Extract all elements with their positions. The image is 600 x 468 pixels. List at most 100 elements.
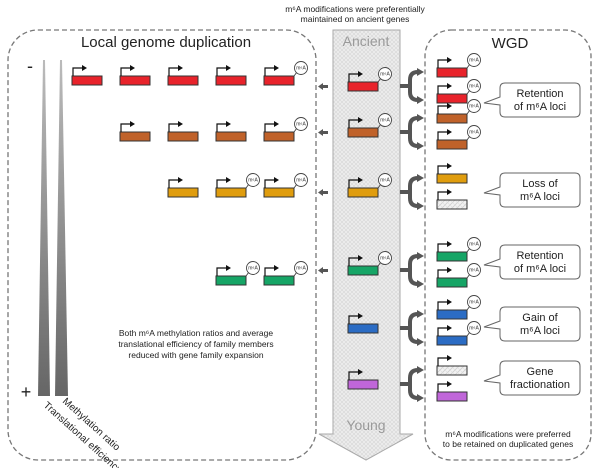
- ancient-young-arrow: [318, 29, 414, 461]
- m6a-mark-label: m⁶A: [469, 326, 479, 332]
- promoter-arrowhead-icon: [358, 177, 363, 183]
- m6a-mark-label: m⁶A: [380, 178, 390, 184]
- gene-body: [347, 127, 379, 138]
- promoter-arrowhead-icon: [178, 65, 183, 71]
- m6a-mark-label: m⁶A: [296, 266, 306, 272]
- promoter-arrowhead-icon: [226, 265, 231, 271]
- callout-text: of m⁶A loci: [514, 101, 566, 113]
- local-duplication-title: Local genome duplication: [81, 34, 251, 51]
- promoter-arrowhead-icon: [447, 83, 452, 89]
- duplication-fork-icon: [400, 254, 419, 286]
- fork-arrowhead-icon: [417, 114, 424, 150]
- promoter-arrowhead-icon: [226, 177, 231, 183]
- gene-body: [215, 187, 247, 198]
- promoter-arrow-icon: [437, 105, 448, 114]
- m6a-mark-label: m⁶A: [469, 242, 479, 248]
- gene-body: [436, 391, 468, 402]
- callout-text: Gain of: [522, 312, 558, 324]
- duplication-fork-icon: [400, 116, 419, 148]
- wgd-gene-copy-a: m⁶A: [436, 237, 481, 262]
- wgd-gene-copy-b: m⁶A: [436, 79, 481, 104]
- ancient-label: Ancient: [343, 33, 390, 49]
- gene-body: [215, 131, 247, 142]
- callout-text: of m⁶A loci: [514, 263, 566, 275]
- promoter-arrow-icon: [216, 267, 227, 276]
- promoter-arrow-icon: [348, 371, 359, 380]
- left-arrow-icon: [318, 267, 323, 274]
- local-duplication-panel: [7, 29, 317, 461]
- promoter-arrowhead-icon: [358, 117, 363, 123]
- m6a-mark-icon: [467, 79, 481, 93]
- duplication-fork-icon: [400, 70, 419, 102]
- gene-body: [436, 335, 468, 346]
- promoter-arrowhead-icon: [178, 177, 183, 183]
- callout-shape: [483, 82, 581, 118]
- m6a-mark-icon: [467, 295, 481, 309]
- gene-body: [436, 173, 468, 184]
- callout-text: Retention: [516, 88, 563, 100]
- callout-text: Gene: [527, 366, 554, 378]
- callout-shape: [483, 244, 581, 280]
- promoter-arrow-icon: [437, 301, 448, 310]
- promoter-arrowhead-icon: [447, 57, 452, 63]
- ancient-gene: [347, 369, 379, 390]
- promoter-arrowhead-icon: [358, 313, 363, 319]
- promoter-arrow-icon: [437, 191, 448, 200]
- m6a-mark-icon: [467, 321, 481, 335]
- callout-text: Retention: [516, 250, 563, 262]
- m6a-mark-label: m⁶A: [380, 256, 390, 262]
- promoter-arrowhead-icon: [274, 265, 279, 271]
- wgd-gene-copy-a: [436, 355, 468, 376]
- promoter-arrow-icon: [348, 119, 359, 128]
- ancient-gene: m⁶A: [347, 113, 392, 138]
- ancient-gene: [347, 313, 379, 334]
- local-gene: [215, 121, 247, 142]
- callout-shape: [483, 172, 581, 208]
- promoter-arrowhead-icon: [178, 121, 183, 127]
- m6a-mark-label: m⁶A: [469, 300, 479, 306]
- ancient-gene: m⁶A: [347, 251, 392, 276]
- fork-arrowhead-icon: [417, 174, 424, 210]
- local-gene: [167, 65, 199, 86]
- promoter-arrow-icon: [168, 123, 179, 132]
- gene-body: [167, 131, 199, 142]
- wgd-note-line-1: m⁶A modifications were preferred: [445, 429, 571, 439]
- m6a-mark-icon: [246, 173, 260, 187]
- wgd-gene-copy-b: [436, 189, 468, 210]
- gene-body: [436, 67, 468, 78]
- promoter-arrowhead-icon: [358, 71, 363, 77]
- local-gene: [119, 65, 151, 86]
- young-label: Young: [346, 417, 385, 433]
- wgd-gene-copy-b: m⁶A: [436, 125, 481, 150]
- local-note-line-2: translational efficiency of family membe…: [118, 339, 273, 349]
- duplication-fork-icon: [400, 312, 419, 344]
- local-gene: m⁶A: [263, 117, 308, 142]
- promoter-arrow-icon: [437, 243, 448, 252]
- gene-body: [263, 131, 295, 142]
- wgd-title: WGD: [492, 35, 529, 52]
- wgd-gene-copy-a: [436, 163, 468, 184]
- promoter-arrow-icon: [264, 267, 275, 276]
- plus-sign: +: [21, 382, 32, 402]
- gene-body: [167, 75, 199, 86]
- local-note-line-1: Both m⁶A methylation ratios and average: [119, 328, 273, 338]
- wgd-gene-copy-a: m⁶A: [436, 295, 481, 320]
- promoter-arrow-icon: [264, 123, 275, 132]
- gene-body: [263, 275, 295, 286]
- translational-efficiency-wedge: [55, 60, 68, 396]
- callout-shape: [483, 306, 581, 342]
- promoter-arrowhead-icon: [82, 65, 87, 71]
- m6a-mark-icon: [378, 173, 392, 187]
- m6a-mark-icon: [294, 261, 308, 275]
- duplication-fork-icon: [400, 368, 419, 400]
- local-gene: [167, 121, 199, 142]
- promoter-arrow-icon: [437, 327, 448, 336]
- gene-body: [119, 131, 151, 142]
- gene-body: [347, 187, 379, 198]
- local-gene: m⁶A: [215, 261, 260, 286]
